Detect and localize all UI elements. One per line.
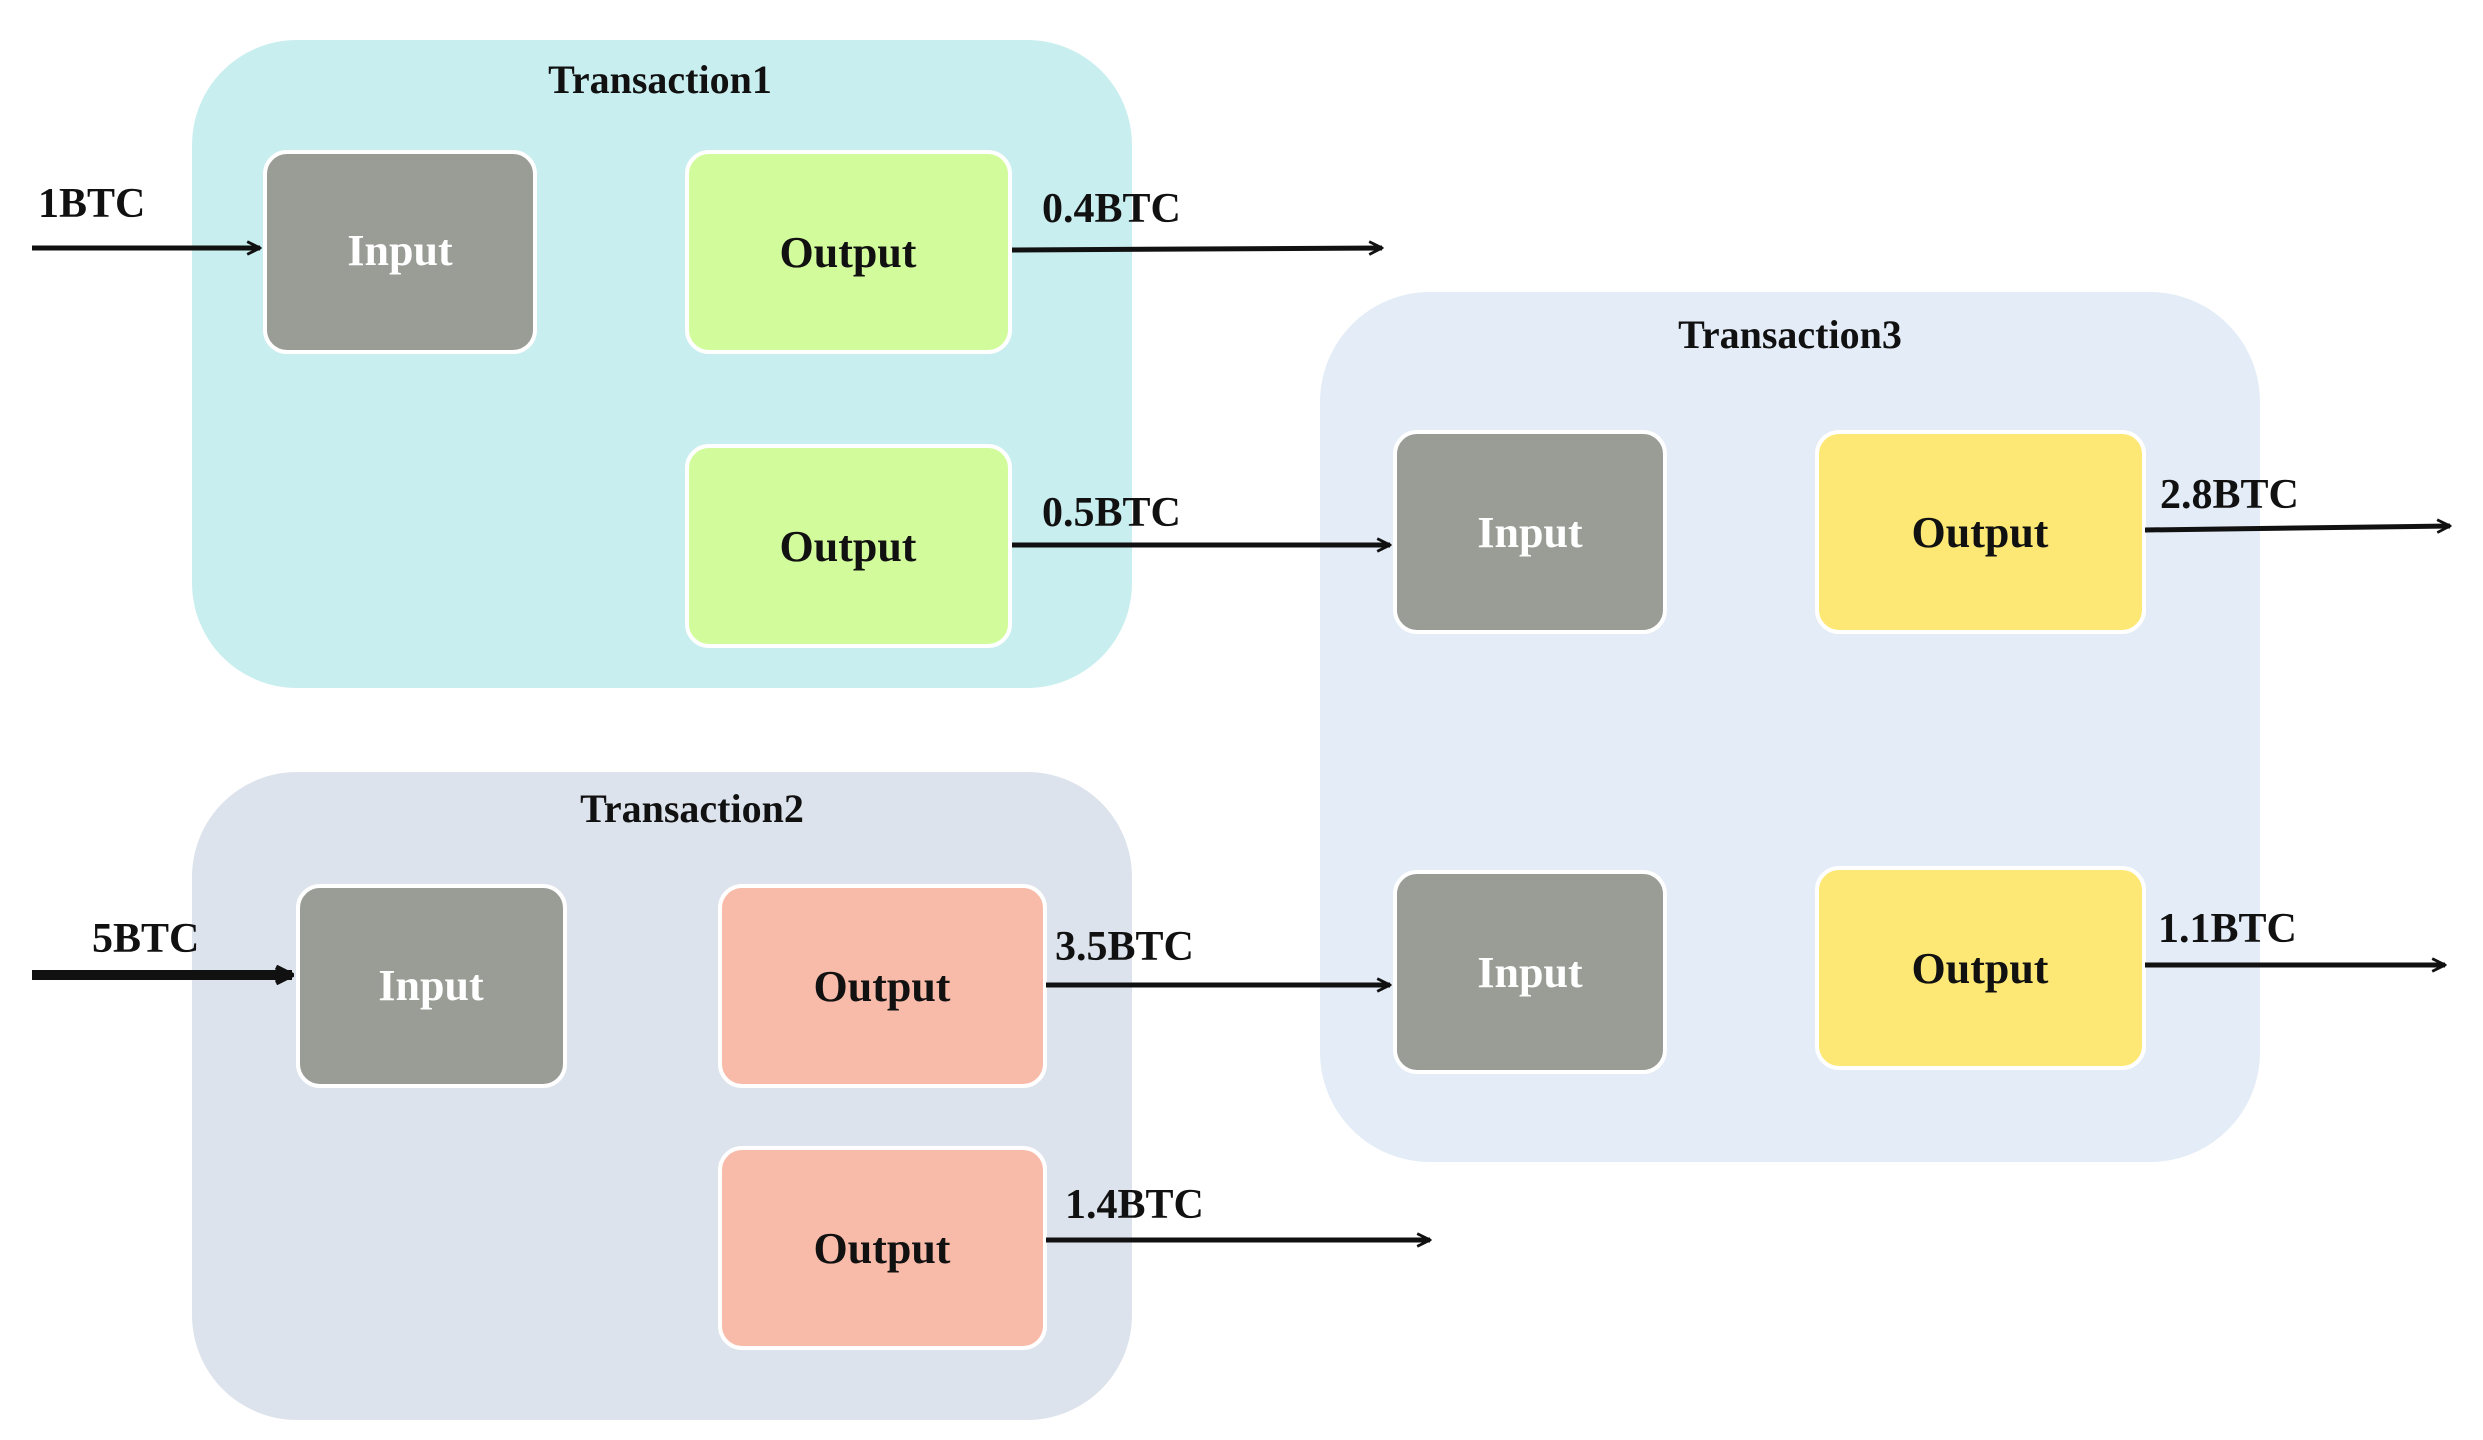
t3-input-1-label: Input [1477, 508, 1583, 557]
t2-output-1-label: Output [814, 962, 951, 1011]
t1-input-box: Input [263, 150, 537, 354]
t1-output-box-1: Output [685, 150, 1012, 354]
t2-in-amount: 5BTC [92, 916, 199, 962]
t1-output-box-2: Output [685, 444, 1012, 648]
t2-output-2-label: Output [814, 1224, 951, 1273]
t3-output-box-1: Output [1815, 430, 2146, 634]
t1-input-label: Input [347, 226, 453, 275]
t3-out-1-arrow [2144, 526, 2450, 530]
t1-out-2-amount: 0.5BTC [1042, 490, 1181, 536]
t1-out-1-arrow [1011, 248, 1382, 250]
t2-out-1-amount: 3.5BTC [1055, 924, 1194, 970]
t2-output-box-1: Output [718, 884, 1047, 1088]
t2-input-box: Input [296, 884, 567, 1088]
transaction1-title: Transaction1 [548, 57, 772, 102]
t1-output-1-label: Output [780, 228, 917, 277]
t3-output-box-2: Output [1815, 866, 2146, 1070]
transaction3-title: Transaction3 [1678, 312, 1902, 357]
t3-out-2-amount: 1.1BTC [2158, 906, 2297, 952]
t3-out-1-amount: 2.8BTC [2160, 472, 2299, 518]
t2-input-label: Input [378, 961, 484, 1010]
transaction2-title: Transaction2 [580, 786, 804, 831]
t3-output-2-label: Output [1912, 944, 2049, 993]
t1-output-2-label: Output [780, 522, 917, 571]
t1-out-1-amount: 0.4BTC [1042, 186, 1181, 232]
t2-out-2-amount: 1.4BTC [1065, 1182, 1204, 1228]
t3-input-box-2: Input [1393, 870, 1667, 1074]
t2-output-box-2: Output [718, 1146, 1047, 1350]
t3-input-box-1: Input [1393, 430, 1667, 634]
t1-in-amount: 1BTC [38, 181, 145, 227]
t3-output-1-label: Output [1912, 508, 2049, 557]
t3-input-2-label: Input [1477, 948, 1583, 997]
